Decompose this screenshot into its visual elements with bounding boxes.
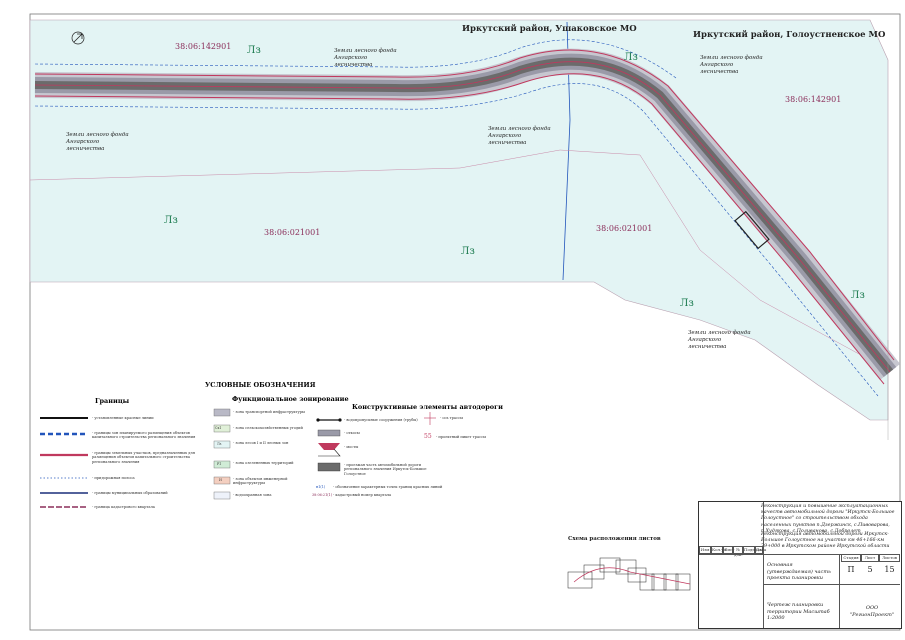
- title-block-project: Реконструкция и повышение эксплуатационн…: [761, 504, 895, 534]
- zone-label-6: Лз: [851, 290, 865, 301]
- legend-zoning-code-4: И: [219, 478, 222, 482]
- legend-border-symbols: [40, 417, 88, 508]
- legend-zoning-item-2: - зона сельскохозяйственных угодий: [233, 426, 303, 430]
- tb-sheets: 15: [884, 565, 895, 574]
- legend-note-1: - обозначение характерных точек границ к…: [333, 485, 443, 489]
- forest-label-4: Земли лесного фонда Ангарского лесничест…: [700, 55, 763, 76]
- legend-constructive-item-4: - проезжая часть автомобильной дороги ре…: [344, 463, 427, 476]
- tb-sheet-label: Лист: [861, 554, 879, 562]
- legend-picket-number: 55: [424, 433, 432, 440]
- legend-constructive-right-1: - ось трассы: [440, 416, 463, 420]
- legend-note-2: - кадастровый номер квартала: [333, 493, 392, 497]
- legend-border-item-1: - установленные красные линии: [92, 416, 154, 420]
- legend-zoning-code-1: Сх1: [215, 426, 222, 430]
- forest-label-1: Земли лесного фонда Ангарского лесничест…: [334, 48, 397, 69]
- cadastral-label-3: 38:06:021001: [264, 228, 321, 237]
- legend-zoning-code-2: Лз: [217, 442, 222, 446]
- scheme-title: Схема расположения листов: [568, 536, 661, 542]
- legend-note-code-1: н1(1): [316, 485, 326, 489]
- title-block-object: Реконструкция автомобильной дороги Иркут…: [761, 532, 890, 550]
- cadastral-label-1: 38:06:142901: [175, 42, 232, 51]
- legend-border-item-3: - границы земельных участков, предназнач…: [92, 451, 195, 464]
- legend-border-item-2: - границы зон планируемого размещения об…: [92, 431, 196, 440]
- title-block: Реконструкция и повышение эксплуатационн…: [698, 501, 902, 629]
- tb-col-list: Лист: [723, 546, 735, 554]
- legend-constructive-heading: Конструктивные элементы автодороги: [352, 403, 503, 411]
- forest-label-3: Земли лесного фонда Ангарского лесничест…: [488, 126, 551, 147]
- legend-border-item-6: - граница кадастрового квартала: [92, 505, 155, 509]
- roadside-band-south: [34, 83, 879, 397]
- road-axis: [34, 61, 891, 373]
- legend-zoning-item-5: - зона объектов инженерной инфраструктур…: [233, 477, 288, 486]
- red-line-north: [34, 49, 895, 361]
- legend-zoning-item-4: - зона озелененных территорий: [233, 461, 294, 465]
- forest-label-5: Земли лесного фонда Ангарского лесничест…: [688, 330, 751, 351]
- legend-constructive-right-2: - проектный пикет трассы: [436, 435, 486, 439]
- legend-note-code-2: 38:06:21(1): [312, 493, 333, 497]
- scheme-of-sheets: [567, 557, 691, 591]
- tb-sheet: 5: [867, 565, 873, 574]
- red-line-south: [34, 73, 885, 385]
- region-label-golous: Иркутский район, Голоустненское МО: [693, 30, 886, 40]
- legend-zoning-item-1: - зона транспортной инфраструктуры: [233, 410, 305, 414]
- cadastral-border: [29, 149, 871, 361]
- zone-label-4: Лз: [461, 246, 475, 257]
- title-block-org: ООО "РегионПроект": [849, 605, 895, 618]
- tb-col-sign: Подпись: [743, 546, 763, 554]
- zone-label-1: Лз: [247, 45, 261, 56]
- zone-label-5: Лз: [680, 298, 694, 309]
- tb-col-date: Дата: [755, 546, 767, 554]
- bridge-marker: [734, 210, 770, 250]
- tb-stage: П: [847, 565, 855, 574]
- tb-col-doc: № док.: [733, 546, 743, 557]
- legend-zoning-code-3: Р1: [217, 462, 222, 466]
- legend-constructive-item-3: - мосты: [344, 445, 359, 449]
- sheet-frame: [29, 13, 901, 631]
- legend-zoning-item-6: - водоохранная зона: [233, 493, 272, 497]
- legend-border-item-4: - придорожная полоса: [92, 476, 135, 480]
- legend-constructive-item-2: - откосы: [344, 431, 360, 435]
- tb-col-kol: Кол.уч: [711, 546, 727, 554]
- region-label-ushakovskoe: Иркутский район, Ушаковское МО: [462, 24, 637, 34]
- tb-col-izm: Изм: [699, 546, 711, 554]
- legend-constructive-item-1: - водопропускные сооружения (трубы): [344, 418, 418, 422]
- legend-border-item-5: - границы муниципальных образований: [92, 491, 168, 495]
- title-block-section: Основная (утверждаемая) часть проекта пл…: [767, 562, 831, 581]
- title-block-drawing: Чертеж планировки территории Масштаб 1:2…: [767, 602, 830, 621]
- forest-label-2: Земли лесного фонда Ангарского лесничест…: [66, 132, 129, 153]
- roadside-band-north: [34, 39, 677, 79]
- cadastral-label-4: 38:06:021001: [596, 224, 653, 233]
- zone-label-2: Лз: [624, 52, 638, 63]
- legend-zoning-item-3: - зона лесов I и II лесных зон: [233, 441, 289, 445]
- north-arrow-icon: [71, 31, 85, 45]
- legend-borders-heading: Границы: [95, 397, 130, 405]
- legend-zoning-swatches: [213, 408, 231, 500]
- legend-title: УСЛОВНЫЕ ОБОЗНАЧЕНИЯ: [205, 381, 316, 389]
- legend-zoning-heading: Функциональное зонирование: [232, 395, 349, 403]
- tb-stage-label: Стадия: [841, 554, 861, 562]
- zone-label-3: Лз: [164, 215, 178, 226]
- cadastral-label-2: 38:06:142901: [785, 95, 842, 104]
- legend-constructive-symbols: [316, 412, 436, 472]
- tb-sheets-label: Листов: [879, 554, 900, 562]
